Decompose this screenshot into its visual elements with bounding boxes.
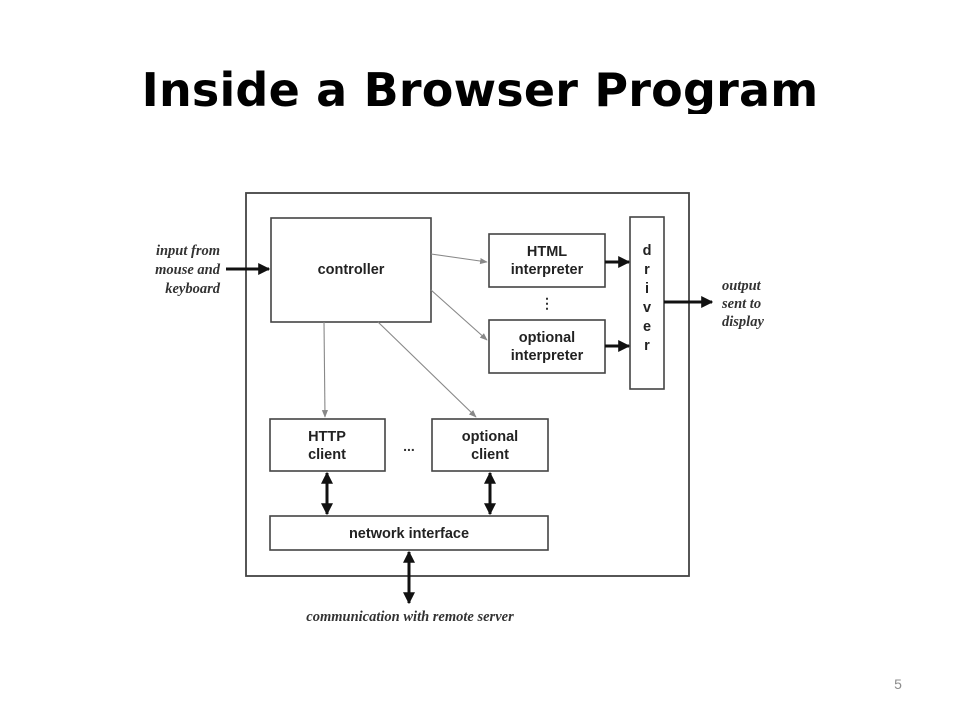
driver-letter-i: i <box>645 281 649 297</box>
driver-letter-r2: r <box>644 338 650 354</box>
driver-letter-d: d <box>643 243 652 259</box>
arrow-controller-to-optional-interpreter <box>430 289 488 341</box>
client-ellipsis: ... <box>403 438 415 454</box>
http-client-label-line2: client <box>308 447 346 463</box>
page-number: 5 <box>894 676 902 692</box>
driver-box <box>629 216 665 390</box>
output-label-line3: display <box>722 314 764 330</box>
optional-interpreter-label-line1: optional <box>519 330 575 346</box>
optional-client-label-line2: client <box>471 447 509 463</box>
output-label-line2: sent to <box>721 296 761 312</box>
input-label-line1: input from <box>156 243 220 259</box>
http-client-box <box>269 418 386 472</box>
optional-interpreter-label-line2: interpreter <box>511 348 584 364</box>
html-interpreter-label-line1: HTML <box>527 244 567 260</box>
slide-title: Inside a Browser Program <box>141 63 819 114</box>
controller-label: controller <box>318 262 385 278</box>
optional-interpreter-box <box>488 319 606 374</box>
optional-client-box <box>431 418 549 472</box>
arrow-controller-to-http-client <box>321 321 329 418</box>
remote-server-label: communication with remote server <box>306 609 514 625</box>
arrow-controller-to-optional-client <box>377 321 477 418</box>
html-interpreter-box <box>488 233 606 288</box>
driver-letter-e: e <box>643 319 651 335</box>
controller-box <box>270 217 432 323</box>
output-label-line1: output <box>722 278 762 294</box>
optional-client-label-line1: optional <box>462 429 518 445</box>
driver-letter-v: v <box>643 300 651 316</box>
network-interface-box <box>269 515 549 551</box>
network-interface-label: network interface <box>349 526 469 542</box>
arrow-controller-to-html-interpreter <box>430 253 488 265</box>
interpreter-ellipsis: ⋮ <box>540 295 554 311</box>
input-label-line2: mouse and <box>155 262 221 278</box>
http-client-label-line1: HTTP <box>308 429 346 445</box>
driver-letter-r: r <box>644 262 650 278</box>
html-interpreter-label-line2: interpreter <box>511 262 584 278</box>
input-label-line3: keyboard <box>165 281 221 297</box>
